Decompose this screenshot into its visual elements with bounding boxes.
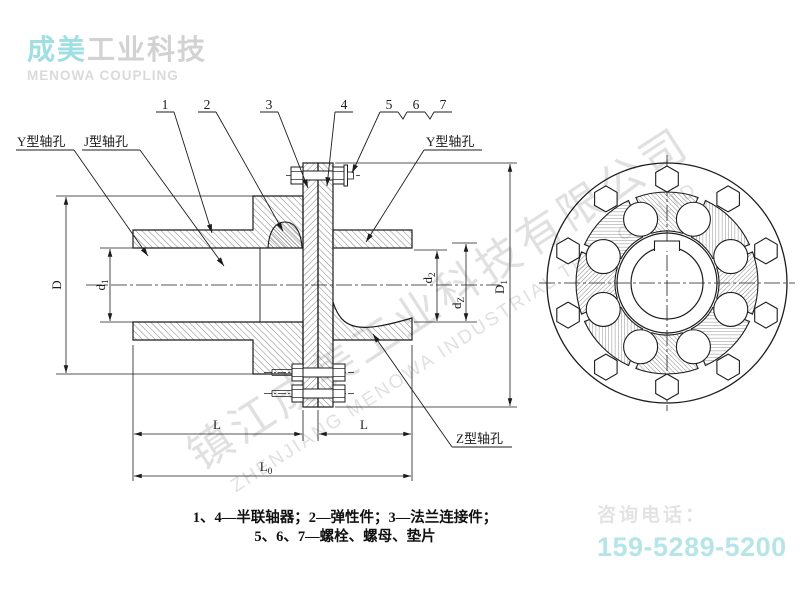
dim-label-D1: D1 (492, 280, 509, 294)
dim-label-L0: L0 (260, 459, 273, 476)
dim-label-D: D (49, 280, 64, 289)
label-j-shaft-hole: J型轴孔 (84, 134, 128, 149)
flange-outer-circle (546, 162, 788, 404)
right-hub-upper-section (332, 229, 413, 249)
callout-7: 7 (440, 97, 447, 112)
bolt-hex (655, 373, 679, 401)
callout-5: 5 (386, 97, 393, 112)
elastomer-hole (623, 201, 659, 237)
label-y-shaft-hole-right: Y型轴孔 (426, 134, 474, 149)
logo-english: MENOWA COUPLING (27, 68, 179, 83)
keyway (653, 240, 681, 251)
lower-bolt-2 (264, 384, 354, 403)
elastomer-hole (623, 329, 659, 365)
bolt-hex (754, 301, 778, 329)
callout-6: 6 (413, 97, 420, 112)
dim-label-dz: dZ (449, 297, 466, 309)
label-leaders (16, 149, 512, 448)
callout-3: 3 (266, 97, 273, 112)
contact-block: 咨询电话： 159-5289-5200 (597, 506, 787, 561)
contact-phone: 159-5289-5200 (597, 532, 787, 562)
caption-line-1: 1、4—半联轴器；2—弹性件；3—法兰连接件； (192, 510, 498, 526)
dim-label-d2: d2 (420, 273, 437, 284)
bolt-hex (594, 353, 618, 381)
logo-chinese-rest: 工业科技 (87, 34, 208, 65)
label-y-shaft-hole-left: Y型轴孔 (17, 134, 65, 149)
bolt-hex (754, 237, 778, 265)
dim-label-d1: d1 (93, 280, 110, 291)
elastomer-hole (713, 239, 749, 275)
bolt-hex (655, 165, 679, 193)
elastomer-hole (713, 291, 749, 327)
bolt-hex (716, 185, 740, 213)
cross-section-view (86, 162, 500, 408)
bolt-hex (556, 237, 580, 265)
parts-caption: 1、4—半联轴器；2—弹性件；3—法兰连接件； 5、6、7—螺栓、螺母、垫片 (140, 509, 550, 547)
callout-4: 4 (341, 97, 348, 112)
dimensions (56, 162, 517, 481)
bolt-hex (594, 185, 618, 213)
callout-2: 2 (204, 97, 211, 112)
elastomer-hole (585, 239, 621, 275)
label-z-shaft-hole: Z型轴孔 (456, 431, 503, 446)
callout-1: 1 (162, 97, 169, 112)
logo-chinese: 成美工业科技 (27, 36, 207, 64)
lower-bolt-1 (264, 363, 354, 382)
end-view (539, 155, 795, 411)
contact-label: 咨询电话： (597, 505, 708, 526)
bolt-hex (556, 301, 580, 329)
callout-leaders (156, 111, 452, 234)
elastomer-hole (675, 201, 711, 237)
left-hub-lower-section (132, 321, 304, 375)
elastomer-hole (675, 329, 711, 365)
right-hub-taper-section (332, 301, 413, 341)
bolt-hex (716, 353, 740, 381)
caption-line-2: 5、6、7—螺栓、螺母、垫片 (254, 528, 436, 545)
right-flange-section (317, 162, 334, 408)
elastomer-hole (585, 291, 621, 327)
logo-chinese-highlight: 成美 (27, 34, 88, 65)
company-logo: 成美工业科技 MENOWA COUPLING (27, 36, 207, 83)
dim-label-L-right: L (360, 417, 368, 432)
dim-label-L-left: L (213, 417, 221, 432)
hub-circle (616, 232, 718, 334)
